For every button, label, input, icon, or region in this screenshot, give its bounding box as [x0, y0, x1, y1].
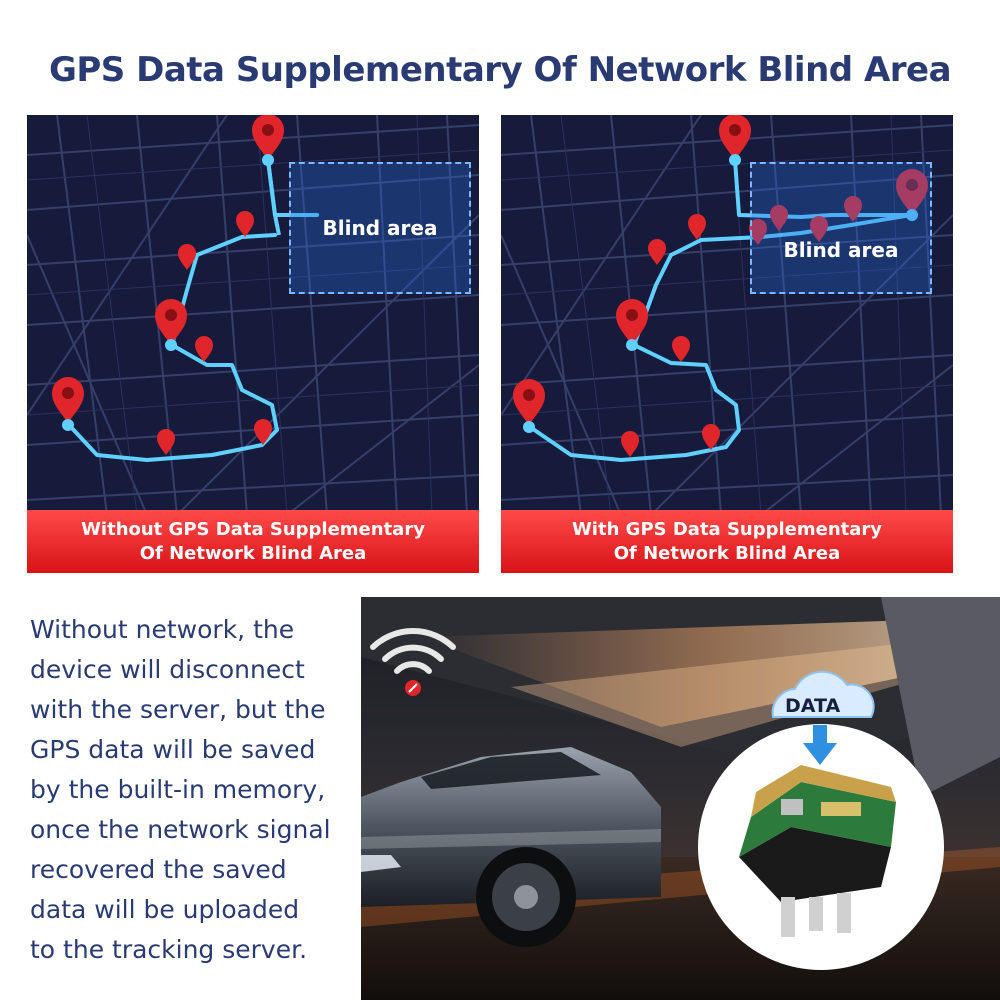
cloud-label: DATA: [785, 695, 841, 717]
caption-with: With GPS Data Supplementary Of Network B…: [501, 510, 953, 573]
page-title: GPS Data Supplementary Of Network Blind …: [48, 50, 952, 90]
cloud-icon: [771, 670, 875, 718]
street-map: [27, 115, 479, 515]
description-line: with the server, but the: [30, 695, 326, 724]
car-scene: [361, 597, 1000, 1000]
blind-area-box: Blind area: [750, 162, 932, 294]
description-line: Without network, the: [30, 615, 295, 644]
blind-area-box: Blind area: [289, 162, 471, 294]
map-panel-with: Blind area With GPS Data Supplementary O…: [501, 115, 953, 573]
description-line: once the network signal: [30, 815, 331, 844]
description-line: recovered the saved: [30, 855, 287, 884]
map-panel-without: Blind area Without GPS Data Supplementar…: [27, 115, 479, 573]
arrow-down-icon: [803, 725, 837, 765]
caption-without: Without GPS Data Supplementary Of Networ…: [27, 510, 479, 573]
description: Without network, the device will disconn…: [30, 610, 350, 970]
caption-line-1: Without GPS Data Supplementary: [81, 519, 425, 540]
description-line: device will disconnect: [30, 655, 305, 684]
wifi-off-icon: [370, 628, 456, 696]
caption-line-2: Of Network Blind Area: [139, 543, 367, 564]
caption-line-1: With GPS Data Supplementary: [571, 519, 883, 540]
car-device-photo: DATA: [361, 597, 1000, 1000]
description-line: to the tracking server.: [30, 935, 308, 964]
caption-line-2: Of Network Blind Area: [613, 543, 841, 564]
map-pin-icons: [513, 115, 928, 457]
street-map: [501, 115, 953, 515]
gps-relay-device: [739, 765, 896, 937]
description-line: data will be uploaded: [30, 895, 300, 924]
map-pin-icons: [52, 115, 284, 455]
description-line: by the built-in memory,: [30, 775, 326, 804]
description-line: GPS data will be saved: [30, 735, 316, 764]
